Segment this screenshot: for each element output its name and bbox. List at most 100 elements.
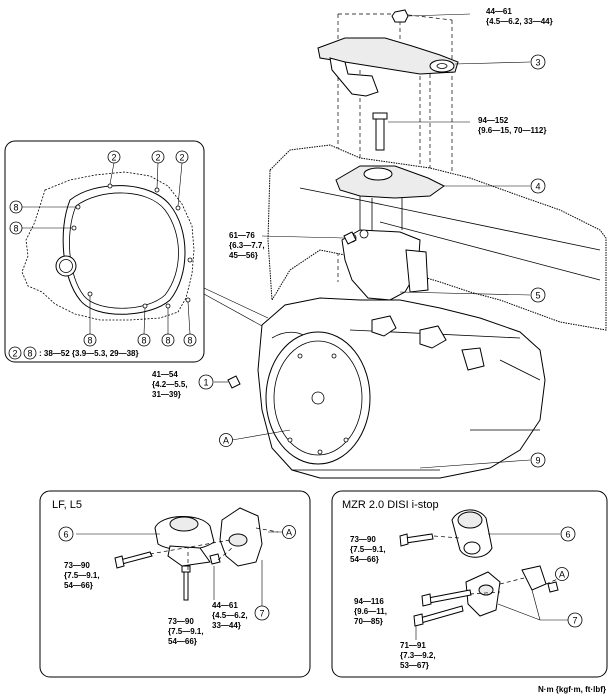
svg-text:8: 8 (87, 336, 92, 346)
svg-text:94—116: 94—116 (354, 597, 384, 606)
svg-text:71—91: 71—91 (400, 641, 426, 650)
callout-9: 9 (530, 452, 546, 468)
callout-3: 3 (530, 54, 546, 70)
svg-text:2: 2 (155, 153, 160, 163)
svg-text:41—54: 41—54 (152, 370, 178, 379)
svg-text:8: 8 (165, 336, 170, 346)
callout-8-d: 8 (137, 333, 151, 347)
mid-bolt (343, 231, 357, 245)
torque-lf-bolt-b: 73—90 {7.5—9.1, 54—66} (168, 617, 204, 646)
svg-text:53—67}: 53—67} (400, 661, 429, 670)
svg-text:2: 2 (12, 349, 17, 359)
callout-2-a: 2 (107, 150, 121, 164)
svg-text:8: 8 (187, 336, 192, 346)
lf-l5-title: LF, L5 (52, 499, 82, 511)
lf-l5-panel: LF, L5 6 7 A 73—90 {7.5—9.1, 54—66} 73—9… (39, 490, 311, 678)
callout-5: 5 (530, 287, 546, 303)
svg-text:7: 7 (259, 609, 264, 619)
callout-2-c: 2 (175, 150, 189, 164)
callout-4: 4 (530, 178, 546, 194)
svg-text:5: 5 (535, 291, 540, 301)
svg-text:31—39}: 31—39} (152, 390, 181, 399)
svg-text:{9.6—11,: {9.6—11, (354, 607, 387, 616)
svg-text:8: 8 (13, 203, 18, 213)
callout-6-mzr: 6 (560, 526, 576, 542)
torque-left-bolt: 41—54 {4.2—5.5, 31—39} (152, 370, 188, 399)
torque-mid-bolt: 61—76 {6.3—7.7, 45—56} (229, 231, 345, 260)
svg-text:A: A (559, 570, 565, 580)
callout-7-mzr: 7 (567, 612, 583, 628)
torque-lf-bolt-a: 73—90 {7.5—9.1, 54—66} (64, 561, 100, 590)
svg-text:61—76: 61—76 (229, 231, 255, 240)
svg-text:6: 6 (63, 530, 68, 540)
svg-text:8: 8 (27, 349, 32, 359)
svg-text:54—66}: 54—66} (64, 581, 93, 590)
svg-text:{4.5—6.2, 33—44}: {4.5—6.2, 33—44} (486, 17, 553, 26)
svg-text:70—85}: 70—85} (354, 617, 383, 626)
callout-a-main: A (219, 433, 233, 447)
mount-rubber (335, 165, 530, 232)
svg-text:94—152: 94—152 (478, 116, 509, 125)
callout-2-b: 2 (151, 150, 165, 164)
callout-7-lf: 7 (254, 605, 270, 621)
torque-mzr-bolt-b: 94—116 {9.6—11, 70—85} (354, 597, 387, 626)
long-bolt (372, 112, 470, 151)
svg-text:54—66}: 54—66} (168, 637, 197, 646)
svg-text:{7.5—9.1,: {7.5—9.1, (168, 627, 204, 636)
inset-torque-legend: 2 8 : 38—52 {3.9—5.3, 29—38} (8, 346, 139, 360)
svg-text:{4.5—6.2,: {4.5—6.2, (212, 611, 248, 620)
svg-text:7: 7 (572, 616, 577, 626)
svg-text:4: 4 (535, 182, 540, 192)
units-label: N·m {kgf·m, ft·lbf} (538, 685, 606, 694)
svg-text:73—90: 73—90 (168, 617, 194, 626)
svg-text:{7.3—9.2,: {7.3—9.2, (400, 651, 436, 660)
transaxle-case (231, 297, 546, 479)
svg-text:8: 8 (13, 224, 18, 234)
svg-text:54—66}: 54—66} (350, 555, 379, 564)
torque-mzr-bolt-c: 71—91 {7.3—9.2, 53—67} (400, 626, 436, 670)
svg-text:44—61: 44—61 (212, 601, 238, 610)
svg-text:6: 6 (565, 530, 570, 540)
callout-a-mzr: A (555, 567, 569, 581)
callout-a-lf: A (282, 525, 296, 539)
callout-6-lf: 6 (58, 526, 74, 542)
svg-text:{7.5—9.1,: {7.5—9.1, (64, 571, 100, 580)
svg-text:2: 2 (111, 153, 116, 163)
svg-text:44—61: 44—61 (486, 7, 512, 16)
svg-text:A: A (286, 528, 292, 538)
torque-lf-nut: 44—61 {4.5—6.2, 33—44} (212, 566, 248, 630)
svg-text:45—56}: 45—56} (229, 251, 258, 260)
svg-text:3: 3 (535, 58, 540, 68)
svg-text:{9.6—15, 70—112}: {9.6—15, 70—112} (478, 126, 547, 135)
callout-8-f: 8 (183, 333, 197, 347)
callout-8-e: 8 (161, 333, 175, 347)
svg-text:{4.2—5.5,: {4.2—5.5, (152, 380, 188, 389)
svg-text:{6.3—7.7,: {6.3—7.7, (229, 241, 265, 250)
mzr-panel: MZR 2.0 DISI i-stop 6 7 A 73—90 {7.5—9.1… (331, 490, 608, 678)
inset-housing-view: 2 2 2 8 8 8 8 8 8 2 8 : 38—52 {3.9—5.3, … (4, 140, 269, 363)
svg-text:1: 1 (203, 378, 208, 388)
svg-text:: 38—52 {3.9—5.3, 29—38}: : 38—52 {3.9—5.3, 29—38} (39, 349, 139, 358)
callout-1: 1 (198, 374, 214, 390)
upper-mount-bracket (317, 37, 531, 97)
svg-text:33—44}: 33—44} (212, 621, 241, 630)
svg-text:73—90: 73—90 (350, 535, 376, 544)
torque-long-bolt: 94—152 {9.6—15, 70—112} (478, 116, 547, 135)
svg-text:{7.5—9.1,: {7.5—9.1, (350, 545, 386, 554)
transaxle-mount-bracket (341, 229, 531, 301)
torque-top-nut: 44—61 {4.5—6.2, 33—44} (486, 7, 553, 26)
svg-text:2: 2 (179, 153, 184, 163)
left-bolt (214, 375, 241, 389)
svg-text:A: A (223, 436, 229, 446)
svg-text:73—90: 73—90 (64, 561, 90, 570)
mzr-title: MZR 2.0 DISI i-stop (342, 499, 439, 511)
callout-8-a: 8 (9, 200, 23, 214)
callout-8-c: 8 (83, 333, 97, 347)
torque-mzr-bolt-a: 73—90 {7.5—9.1, 54—66} (350, 535, 386, 564)
svg-text:9: 9 (535, 456, 540, 466)
top-nut (391, 9, 471, 23)
main-exploded-view: 3 4 5 9 1 A 44—61 {4.5—6.2, 33—44} 94—15… (152, 7, 607, 479)
callout-8-b: 8 (9, 221, 23, 235)
svg-text:8: 8 (141, 336, 146, 346)
